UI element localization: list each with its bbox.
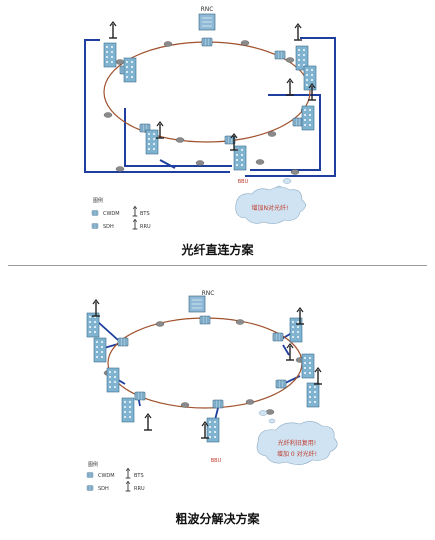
top-rnc-label: RNC bbox=[201, 6, 214, 13]
top-caption: 光纤直连方案 bbox=[181, 243, 254, 257]
bottom-cloud-text-2: 增加 0 对光纤! bbox=[277, 450, 317, 458]
section-divider bbox=[8, 265, 427, 266]
top-rnc: RNC bbox=[198, 6, 216, 31]
bottom-legend-title: 图例 bbox=[88, 461, 98, 468]
bottom-legend-sdh: SDH bbox=[98, 486, 109, 492]
top-diagram: RNC BBU 增加N对光纤! 图例 CWDM BTS SDH RRU bbox=[84, 6, 336, 230]
top-buildings bbox=[103, 42, 317, 171]
bottom-legend-rru: RRU bbox=[134, 486, 145, 492]
bottom-rnc: RNC bbox=[188, 290, 215, 313]
bottom-caption: 粗波分解决方案 bbox=[175, 512, 260, 526]
top-legend-rru: RRU bbox=[140, 224, 151, 230]
top-legend: 图例 CWDM BTS SDH RRU bbox=[91, 197, 151, 230]
top-ring-nodes bbox=[119, 37, 304, 145]
bottom-bbu-label: BBU bbox=[211, 458, 222, 464]
top-legend-cwdm: CWDM bbox=[103, 211, 120, 217]
bottom-diagram: RNC BBU 光纤利旧复用! 增加 0 对光纤! 图例 CWDM BTS SD… bbox=[86, 290, 338, 492]
bottom-legend: 图例 CWDM BTS SDH RRU bbox=[86, 461, 145, 492]
top-legend-bts: BTS bbox=[140, 211, 150, 217]
bottom-ring-nodes bbox=[117, 315, 287, 409]
top-bbu-label: BBU bbox=[238, 179, 249, 185]
bottom-buildings bbox=[86, 312, 320, 443]
bottom-cloud-text-1: 光纤利旧复用! bbox=[278, 439, 316, 447]
top-cloud: 增加N对光纤! bbox=[235, 178, 306, 224]
top-legend-sdh: SDH bbox=[103, 224, 114, 230]
bottom-legend-cwdm: CWDM bbox=[98, 473, 115, 479]
bottom-cloud: 光纤利旧复用! 增加 0 对光纤! bbox=[256, 410, 338, 465]
bottom-rnc-label: RNC bbox=[202, 290, 215, 297]
top-cloud-text: 增加N对光纤! bbox=[252, 204, 289, 212]
bottom-legend-bts: BTS bbox=[134, 473, 144, 479]
top-legend-title: 图例 bbox=[93, 197, 103, 204]
